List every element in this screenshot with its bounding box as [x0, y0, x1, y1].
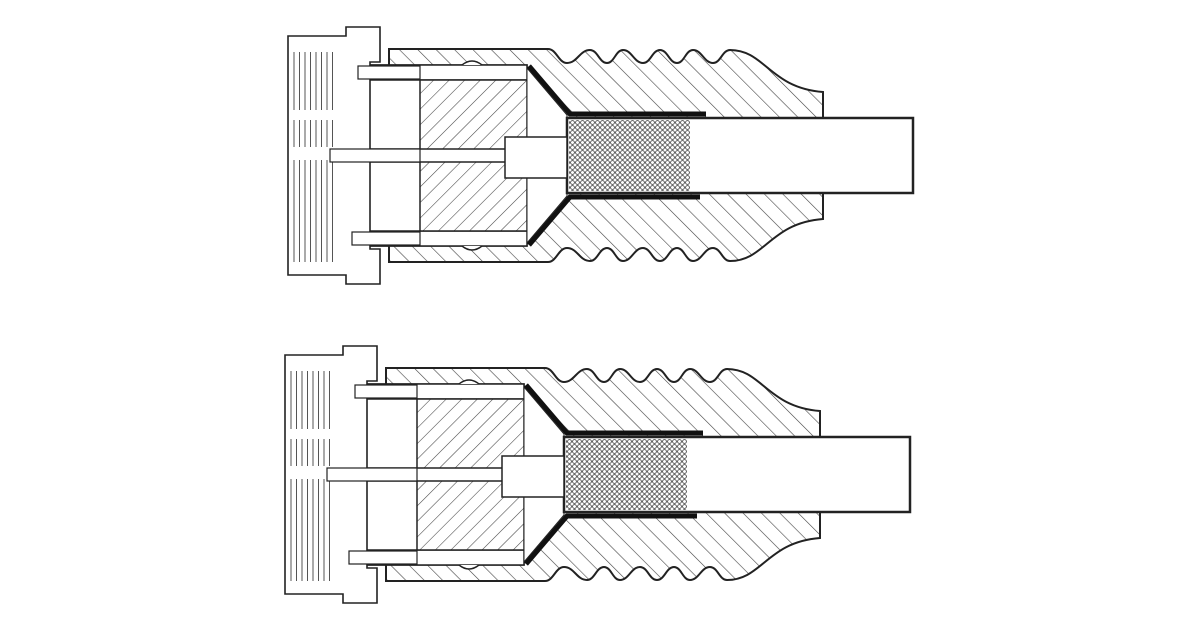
connector-bottom	[285, 346, 910, 603]
connector-top	[288, 27, 913, 284]
